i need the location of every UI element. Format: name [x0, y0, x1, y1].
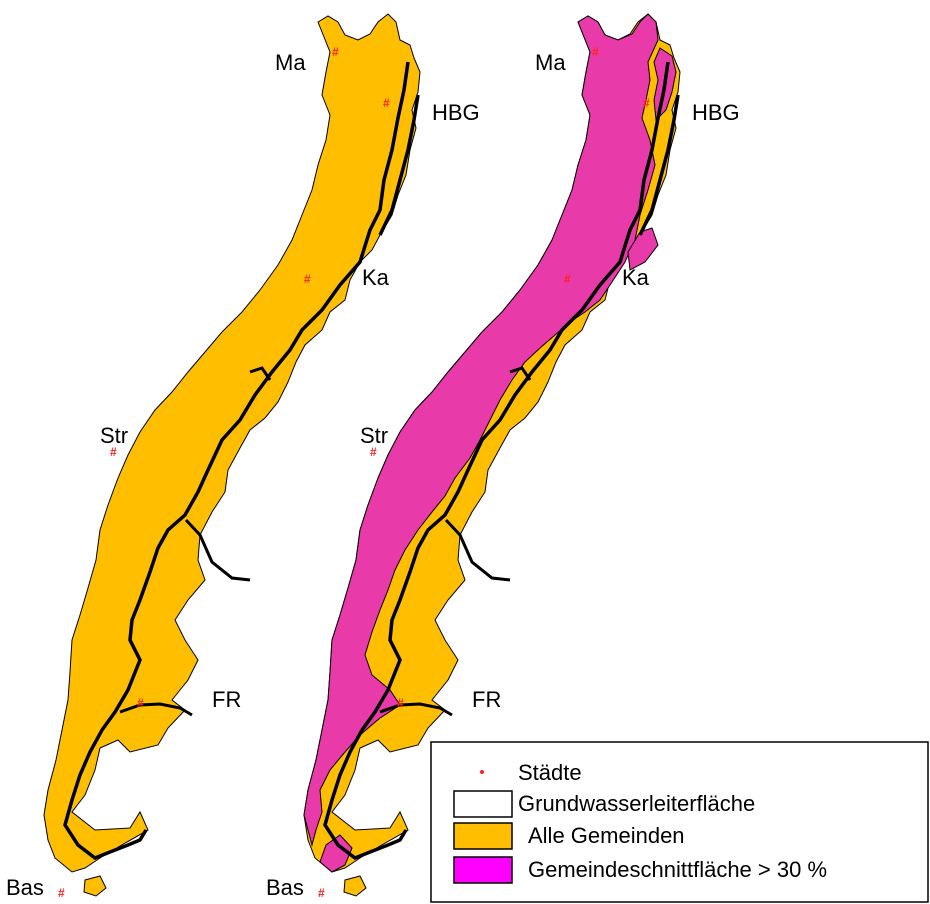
city-marker-hbg: # — [383, 96, 390, 110]
city-label-ma: Ma — [535, 50, 566, 75]
city-label-str: Str — [360, 423, 388, 448]
right-aquifer-outline-east — [323, 61, 670, 860]
legend-swatch-alle — [453, 822, 513, 850]
city-marker-fr: # — [397, 696, 404, 710]
city-label-hbg: HBG — [432, 100, 480, 125]
legend-label-aquifer: Grundwasserleiterfläche — [518, 791, 755, 816]
right-aquifer-tributary-1 — [444, 518, 511, 582]
right-aquifer-tributary-3 — [509, 366, 532, 381]
left-aquifer-tributary-2 — [119, 702, 193, 717]
right-aquifer-tributary-2 — [379, 702, 453, 717]
city-label-ka: Ka — [622, 265, 650, 290]
city-label-ma: Ma — [275, 50, 306, 75]
city-label-hbg: HBG — [692, 100, 740, 125]
legend-swatch-schnitt — [453, 856, 513, 884]
city-marker-str: # — [110, 445, 117, 459]
left-aquifer-outline-west — [378, 94, 420, 236]
left-municipality-bas — [83, 875, 107, 897]
right-municipality-bas — [343, 875, 367, 897]
legend-label-alle: Alle Gemeinden — [528, 823, 685, 848]
city-label-str: Str — [100, 423, 128, 448]
right-selected-municipality-ka — [627, 227, 659, 271]
right-city-labels: Ma # HBG # Ka # Str # FR # Bas # — [266, 45, 740, 900]
city-marker-fr: # — [137, 696, 144, 710]
right-selected-municipality-south — [319, 834, 353, 873]
city-marker-str: # — [370, 445, 377, 459]
left-map — [43, 13, 421, 897]
city-label-bas: Bas — [6, 875, 44, 900]
city-marker-ma: # — [592, 45, 599, 59]
right-aquifer-outline-west — [638, 94, 680, 236]
left-aquifer-outline-east — [63, 61, 410, 860]
city-label-ka: Ka — [362, 265, 390, 290]
city-marker-ka: # — [304, 272, 311, 286]
legend-staedte-dot — [480, 770, 484, 774]
city-marker-bas: # — [58, 886, 65, 900]
city-label-bas: Bas — [266, 875, 304, 900]
left-city-labels: Ma # HBG # Ka # Str # FR # Bas # — [6, 45, 480, 900]
left-aquifer-tributary-1 — [184, 518, 251, 582]
city-marker-hbg: # — [643, 96, 650, 110]
left-aquifer-tributary-3 — [249, 366, 272, 381]
city-label-fr: FR — [472, 687, 501, 712]
legend: Städte Grundwasserleiterfläche Alle Geme… — [430, 741, 929, 903]
legend-label-schnitt: Gemeindeschnittfläche > 30 % — [528, 857, 827, 882]
legend-label-staedte: Städte — [518, 760, 582, 785]
legend-swatch-aquifer — [453, 790, 513, 818]
city-marker-bas: # — [318, 886, 325, 900]
right-map — [303, 13, 681, 897]
city-marker-ma: # — [332, 45, 339, 59]
legend-frame — [430, 741, 929, 903]
city-label-fr: FR — [212, 687, 241, 712]
city-marker-ka: # — [564, 272, 571, 286]
